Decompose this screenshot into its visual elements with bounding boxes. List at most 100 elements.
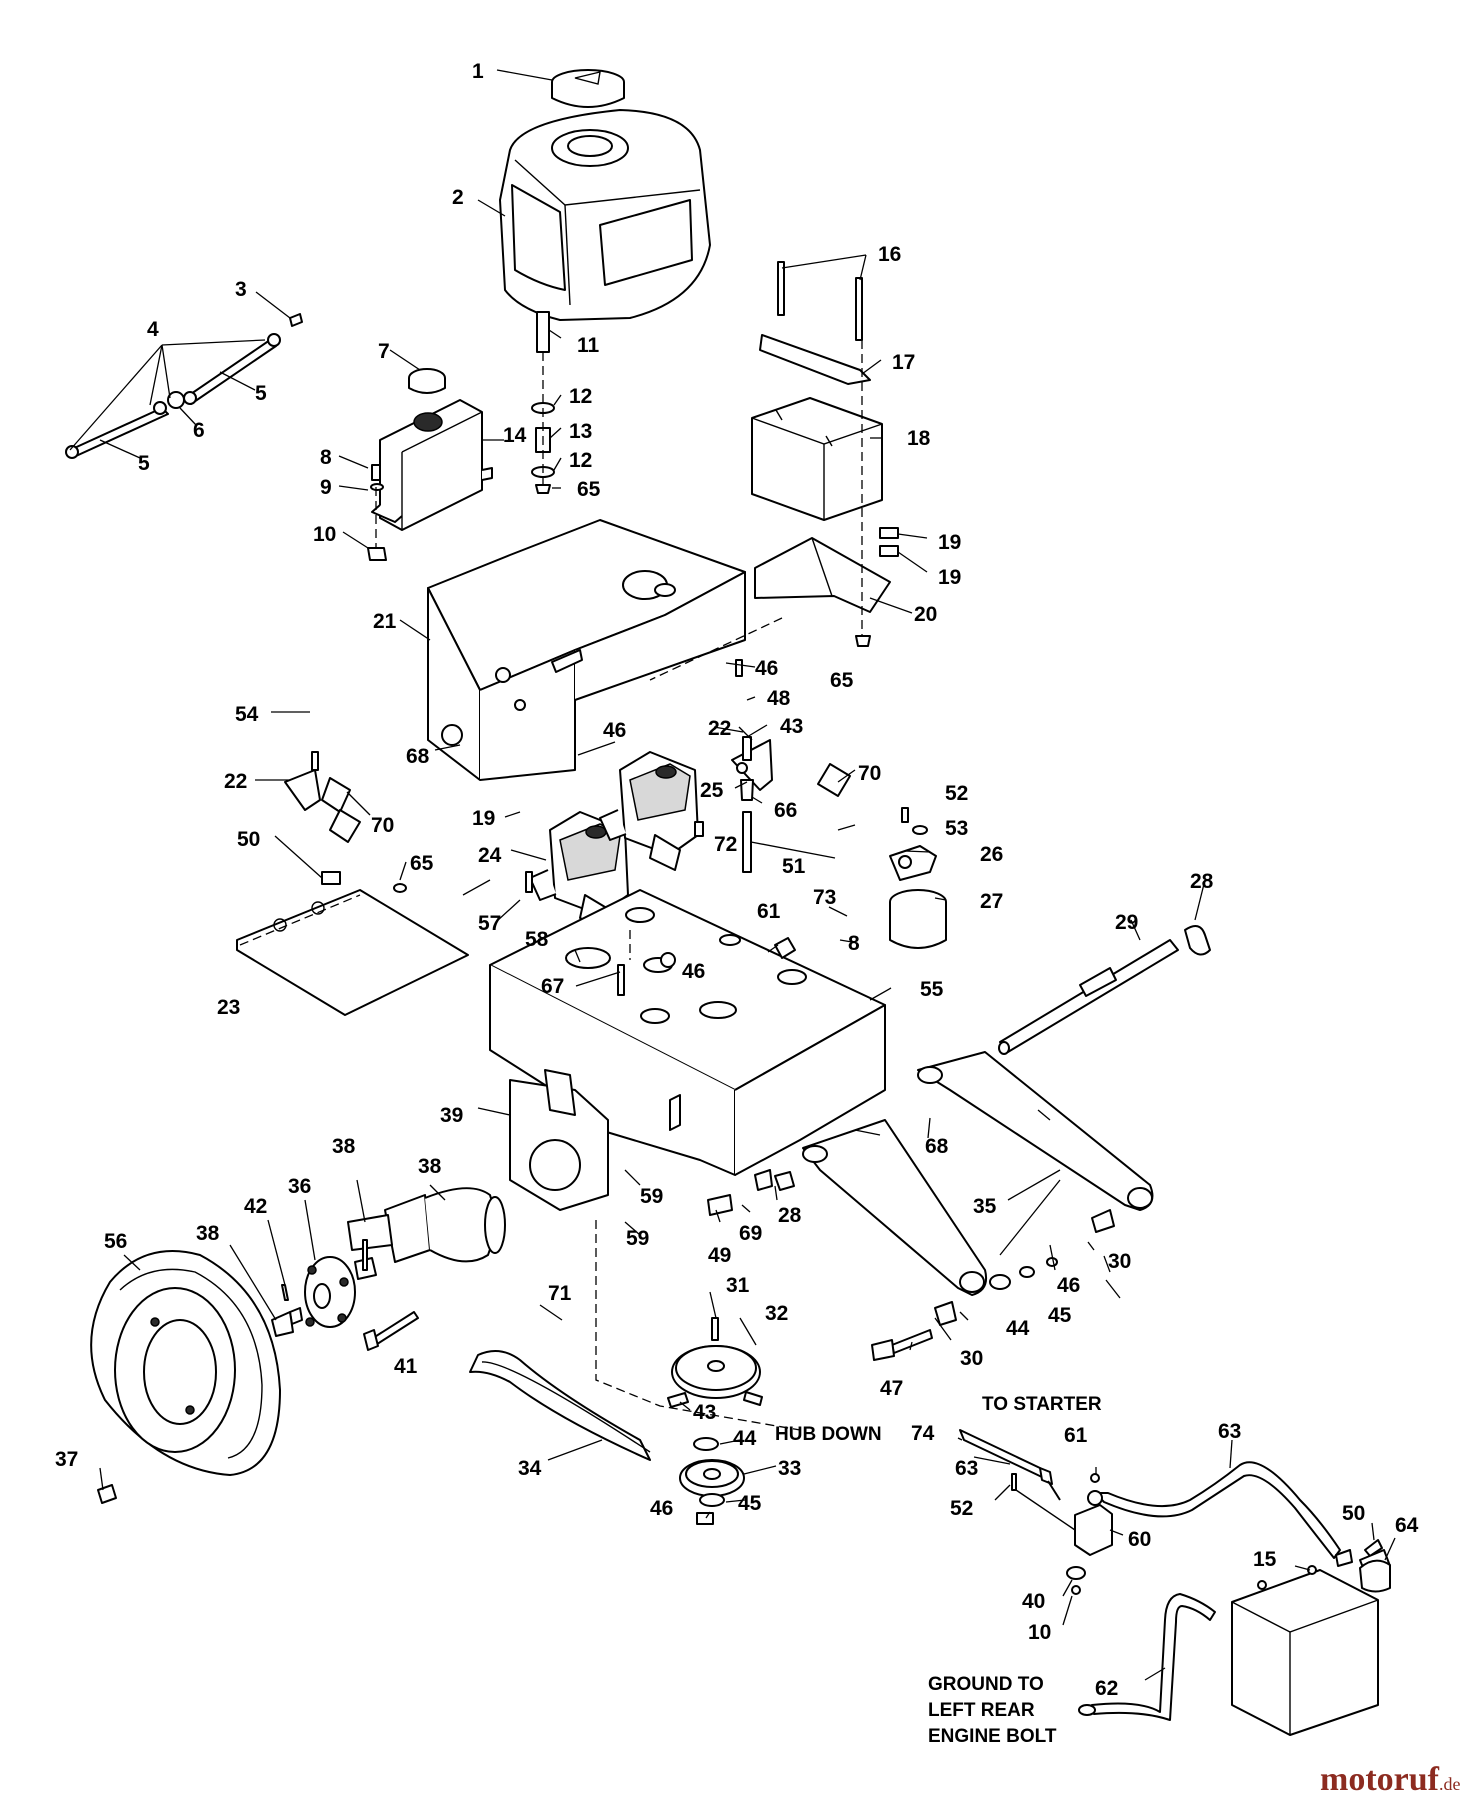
callout-41: 41 bbox=[394, 1355, 418, 1378]
callout-30: 30 bbox=[960, 1347, 983, 1370]
motor-mount-bracket bbox=[509, 1069, 609, 1211]
callout-13: 13 bbox=[569, 420, 592, 443]
callout-47: 47 bbox=[880, 1377, 903, 1400]
callout-57: 57 bbox=[478, 912, 501, 935]
callout-35: 35 bbox=[973, 1195, 997, 1218]
callout-40: 40 bbox=[1022, 1590, 1045, 1613]
callout-74: 74 bbox=[911, 1422, 935, 1445]
terminal-boot bbox=[1359, 1559, 1391, 1593]
fuel-line-assembly bbox=[65, 313, 303, 459]
callout-65: 65 bbox=[577, 478, 601, 501]
callout-70: 70 bbox=[371, 814, 394, 837]
callout-49: 49 bbox=[708, 1244, 731, 1267]
battery-lower bbox=[1231, 1565, 1379, 1736]
callout-58: 58 bbox=[525, 928, 549, 951]
callout-2: 2 bbox=[452, 186, 464, 209]
callout-10: 10 bbox=[1028, 1621, 1051, 1644]
control-plate-right bbox=[731, 659, 851, 797]
ground-cable bbox=[1078, 1593, 1216, 1721]
callout-5: 5 bbox=[138, 452, 150, 475]
callout-67: 67 bbox=[541, 975, 564, 998]
callout-28: 28 bbox=[778, 1204, 802, 1227]
leader-lines bbox=[69, 69, 1396, 1681]
callout-46: 46 bbox=[603, 719, 626, 742]
callout-46: 46 bbox=[755, 657, 778, 680]
callout-17: 17 bbox=[892, 351, 915, 374]
note-to-starter: TO STARTER bbox=[982, 1394, 1102, 1415]
callout-34: 34 bbox=[518, 1457, 542, 1480]
callout-21: 21 bbox=[373, 610, 397, 633]
callout-36: 36 bbox=[288, 1175, 311, 1198]
pump-shield bbox=[236, 889, 469, 1016]
fuel-tank bbox=[499, 109, 711, 321]
callout-62: 62 bbox=[1095, 1677, 1118, 1700]
callout-11: 11 bbox=[577, 334, 600, 357]
callout-43: 43 bbox=[780, 715, 803, 738]
callout-50: 50 bbox=[237, 828, 260, 851]
upper-frame bbox=[427, 519, 746, 781]
callout-56: 56 bbox=[104, 1230, 127, 1253]
note-ground-2: LEFT REAR bbox=[928, 1700, 1035, 1721]
oil-filter-adapter bbox=[889, 807, 937, 881]
note-ground-1: GROUND TO bbox=[928, 1674, 1044, 1695]
shield-hardware bbox=[321, 871, 407, 893]
callout-54: 54 bbox=[235, 703, 259, 726]
callout-25: 25 bbox=[700, 779, 724, 802]
callout-8: 8 bbox=[320, 446, 332, 469]
caster-arm bbox=[802, 1051, 1154, 1296]
callout-19: 19 bbox=[472, 807, 495, 830]
callout-22: 22 bbox=[708, 717, 731, 740]
callout-20: 20 bbox=[914, 603, 937, 626]
control-plate-left bbox=[284, 751, 361, 843]
watermark-brand-post: ruf bbox=[1394, 1761, 1440, 1798]
callout-59: 59 bbox=[626, 1227, 649, 1250]
callout-66: 66 bbox=[774, 799, 797, 822]
callout-68: 68 bbox=[406, 745, 430, 768]
callout-43: 43 bbox=[693, 1401, 716, 1424]
callout-61: 61 bbox=[757, 900, 781, 923]
callout-14: 14 bbox=[503, 424, 527, 447]
hydro-pump-right bbox=[599, 751, 699, 871]
callout-19: 19 bbox=[938, 566, 961, 589]
callout-46: 46 bbox=[682, 960, 705, 983]
dash-guides bbox=[595, 617, 801, 1431]
lower-frame bbox=[489, 889, 886, 1176]
callout-46: 46 bbox=[650, 1497, 673, 1520]
callout-24: 24 bbox=[478, 844, 502, 867]
callout-23: 23 bbox=[217, 996, 240, 1019]
drive-belt bbox=[469, 1350, 651, 1461]
callout-38: 38 bbox=[332, 1135, 356, 1158]
drive-pulley bbox=[679, 1437, 745, 1525]
callout-48: 48 bbox=[767, 687, 791, 710]
callout-73: 73 bbox=[813, 886, 836, 909]
hydraulic-reservoir bbox=[371, 368, 493, 531]
oil-filter bbox=[889, 889, 947, 949]
callout-19: 19 bbox=[938, 531, 961, 554]
starter-cable bbox=[959, 1429, 1341, 1559]
callout-3: 3 bbox=[235, 278, 247, 301]
callout-37: 37 bbox=[55, 1448, 78, 1471]
drive-wheel bbox=[90, 1250, 281, 1504]
callout-5: 5 bbox=[255, 382, 267, 405]
callout-8: 8 bbox=[848, 932, 860, 955]
callout-72: 72 bbox=[714, 833, 737, 856]
callout-55: 55 bbox=[920, 978, 944, 1001]
callout-12: 12 bbox=[569, 449, 592, 472]
callout-53: 53 bbox=[945, 817, 968, 840]
watermark-brand-pre: moto bbox=[1320, 1761, 1394, 1798]
callout-60: 60 bbox=[1128, 1528, 1151, 1551]
wheel-motor bbox=[347, 1187, 506, 1280]
callout-61: 61 bbox=[1064, 1424, 1088, 1447]
callout-50: 50 bbox=[1342, 1502, 1365, 1525]
note-hub-down: HUB DOWN bbox=[775, 1424, 882, 1445]
callout-44: 44 bbox=[733, 1427, 757, 1450]
callout-69: 69 bbox=[739, 1222, 762, 1245]
callout-63: 63 bbox=[1218, 1420, 1241, 1443]
callout-38: 38 bbox=[196, 1222, 220, 1245]
watermark: motoruf.de bbox=[1320, 1761, 1460, 1798]
wheel-hub bbox=[271, 1256, 356, 1337]
callout-18: 18 bbox=[907, 427, 931, 450]
note-ground-3: ENGINE BOLT bbox=[928, 1726, 1057, 1747]
callout-71: 71 bbox=[548, 1282, 572, 1305]
